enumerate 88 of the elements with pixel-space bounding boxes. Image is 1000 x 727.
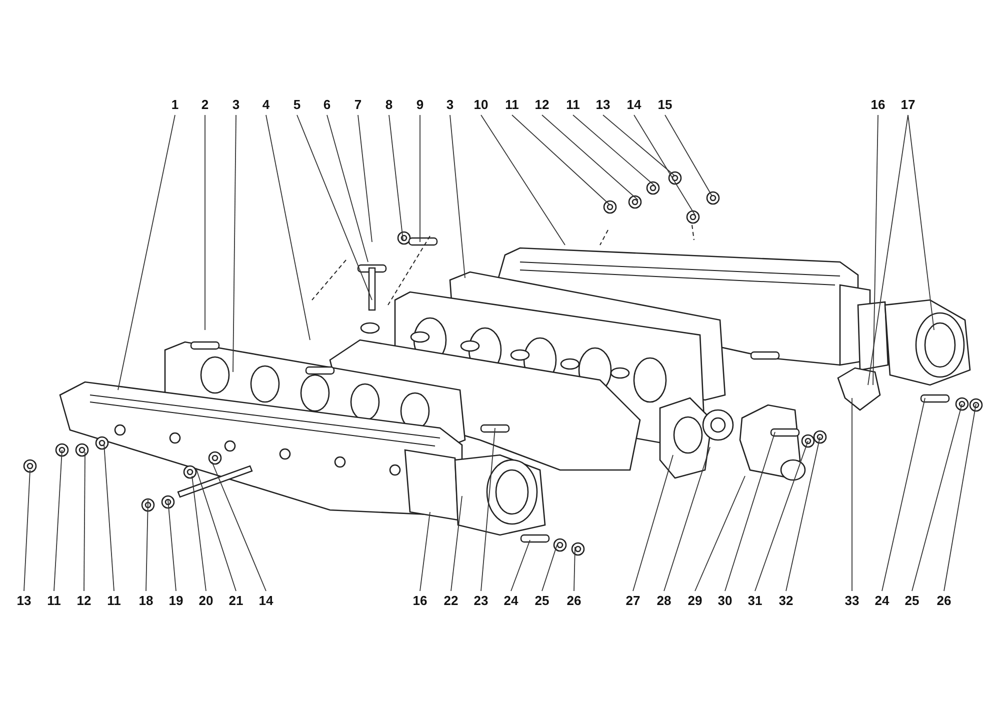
leader-line xyxy=(420,512,430,592)
callout-number: 19 xyxy=(168,594,184,608)
callout-number: 13 xyxy=(596,98,610,112)
callout-number: 4 xyxy=(262,98,270,112)
callout-number: 11 xyxy=(505,98,519,112)
callout-number: 11 xyxy=(566,98,580,112)
leader-line xyxy=(24,470,30,592)
leader-line xyxy=(912,404,962,592)
callout-number: 2 xyxy=(201,98,209,112)
leader-line xyxy=(572,114,656,186)
leader-line xyxy=(542,114,638,200)
callout-number: 26 xyxy=(936,594,952,608)
callout-number: 3 xyxy=(446,98,454,112)
leader-line xyxy=(266,114,310,340)
leader-line xyxy=(480,428,496,592)
callout-number: 30 xyxy=(718,594,732,608)
leader-line xyxy=(358,114,372,242)
callout-number: 33 xyxy=(844,594,860,608)
leader-line xyxy=(450,114,466,278)
callout-number: 8 xyxy=(385,98,393,112)
leader-line xyxy=(724,432,776,592)
leader-line xyxy=(944,404,976,592)
callout-number: 27 xyxy=(626,594,640,608)
leader-line xyxy=(326,114,368,262)
callout-number: 16 xyxy=(870,98,886,112)
callout-number: 13 xyxy=(16,594,32,608)
callout-number: 23 xyxy=(474,594,488,608)
leader-line xyxy=(512,114,610,206)
callout-number: 16 xyxy=(412,594,428,608)
callout-number: 12 xyxy=(76,594,92,608)
intake-manifold-assembly-drawing xyxy=(23,171,983,556)
callout-number: 20 xyxy=(198,594,214,608)
leader-line xyxy=(908,114,934,330)
callout-number: 29 xyxy=(688,594,702,608)
callout-number: 10 xyxy=(474,98,488,112)
callout-number: 1 xyxy=(171,98,179,112)
leader-line xyxy=(450,496,462,592)
leader-line xyxy=(882,398,926,592)
callout-number: 11 xyxy=(107,594,121,608)
callout-number: 32 xyxy=(778,594,794,608)
callout-number: 28 xyxy=(656,594,672,608)
leader-line xyxy=(296,114,372,300)
leader-line xyxy=(868,114,908,386)
leader-line xyxy=(196,468,236,592)
callout-number: 5 xyxy=(293,98,301,112)
callout-number: 21 xyxy=(228,594,244,608)
leader-line xyxy=(632,454,674,592)
leader-line xyxy=(510,540,530,592)
callout-number: 25 xyxy=(904,594,920,608)
callout-number: 25 xyxy=(534,594,550,608)
callout-number: 14 xyxy=(258,594,274,608)
leader-line xyxy=(754,440,808,592)
callout-number: 22 xyxy=(444,594,458,608)
leader-line xyxy=(104,444,114,592)
callout-number: 14 xyxy=(626,98,642,112)
leader-line xyxy=(388,114,404,240)
leader-line xyxy=(602,114,676,176)
leader-line xyxy=(664,114,712,196)
leader-line xyxy=(664,446,710,592)
callout-number: 6 xyxy=(323,98,331,112)
leader-line xyxy=(872,114,878,386)
leader-line xyxy=(204,114,206,330)
leader-line xyxy=(574,546,576,592)
callout-number: 24 xyxy=(504,594,518,608)
leader-line xyxy=(54,450,62,592)
leader-line xyxy=(634,114,696,216)
callout-number: 26 xyxy=(566,594,582,608)
leader-line xyxy=(146,500,148,592)
callout-number: 12 xyxy=(534,98,550,112)
callout-number: 24 xyxy=(874,594,890,608)
leader-line xyxy=(212,462,266,592)
callout-number: 15 xyxy=(658,98,672,112)
callout-number: 18 xyxy=(138,594,154,608)
leader-line xyxy=(694,476,746,592)
callout-number: 17 xyxy=(900,98,916,112)
leader-line xyxy=(168,500,176,592)
callout-number: 11 xyxy=(47,594,61,608)
callout-number: 7 xyxy=(354,98,362,112)
callout-number: 3 xyxy=(232,98,240,112)
leader-line xyxy=(84,452,86,592)
callout-number: 31 xyxy=(748,594,762,608)
leader-line xyxy=(118,114,176,390)
leader-line xyxy=(192,476,206,592)
callout-number: 9 xyxy=(416,98,424,112)
leader-line xyxy=(232,114,236,372)
leader-line xyxy=(786,436,820,592)
leader-line xyxy=(480,114,566,246)
leader-line xyxy=(542,544,558,592)
